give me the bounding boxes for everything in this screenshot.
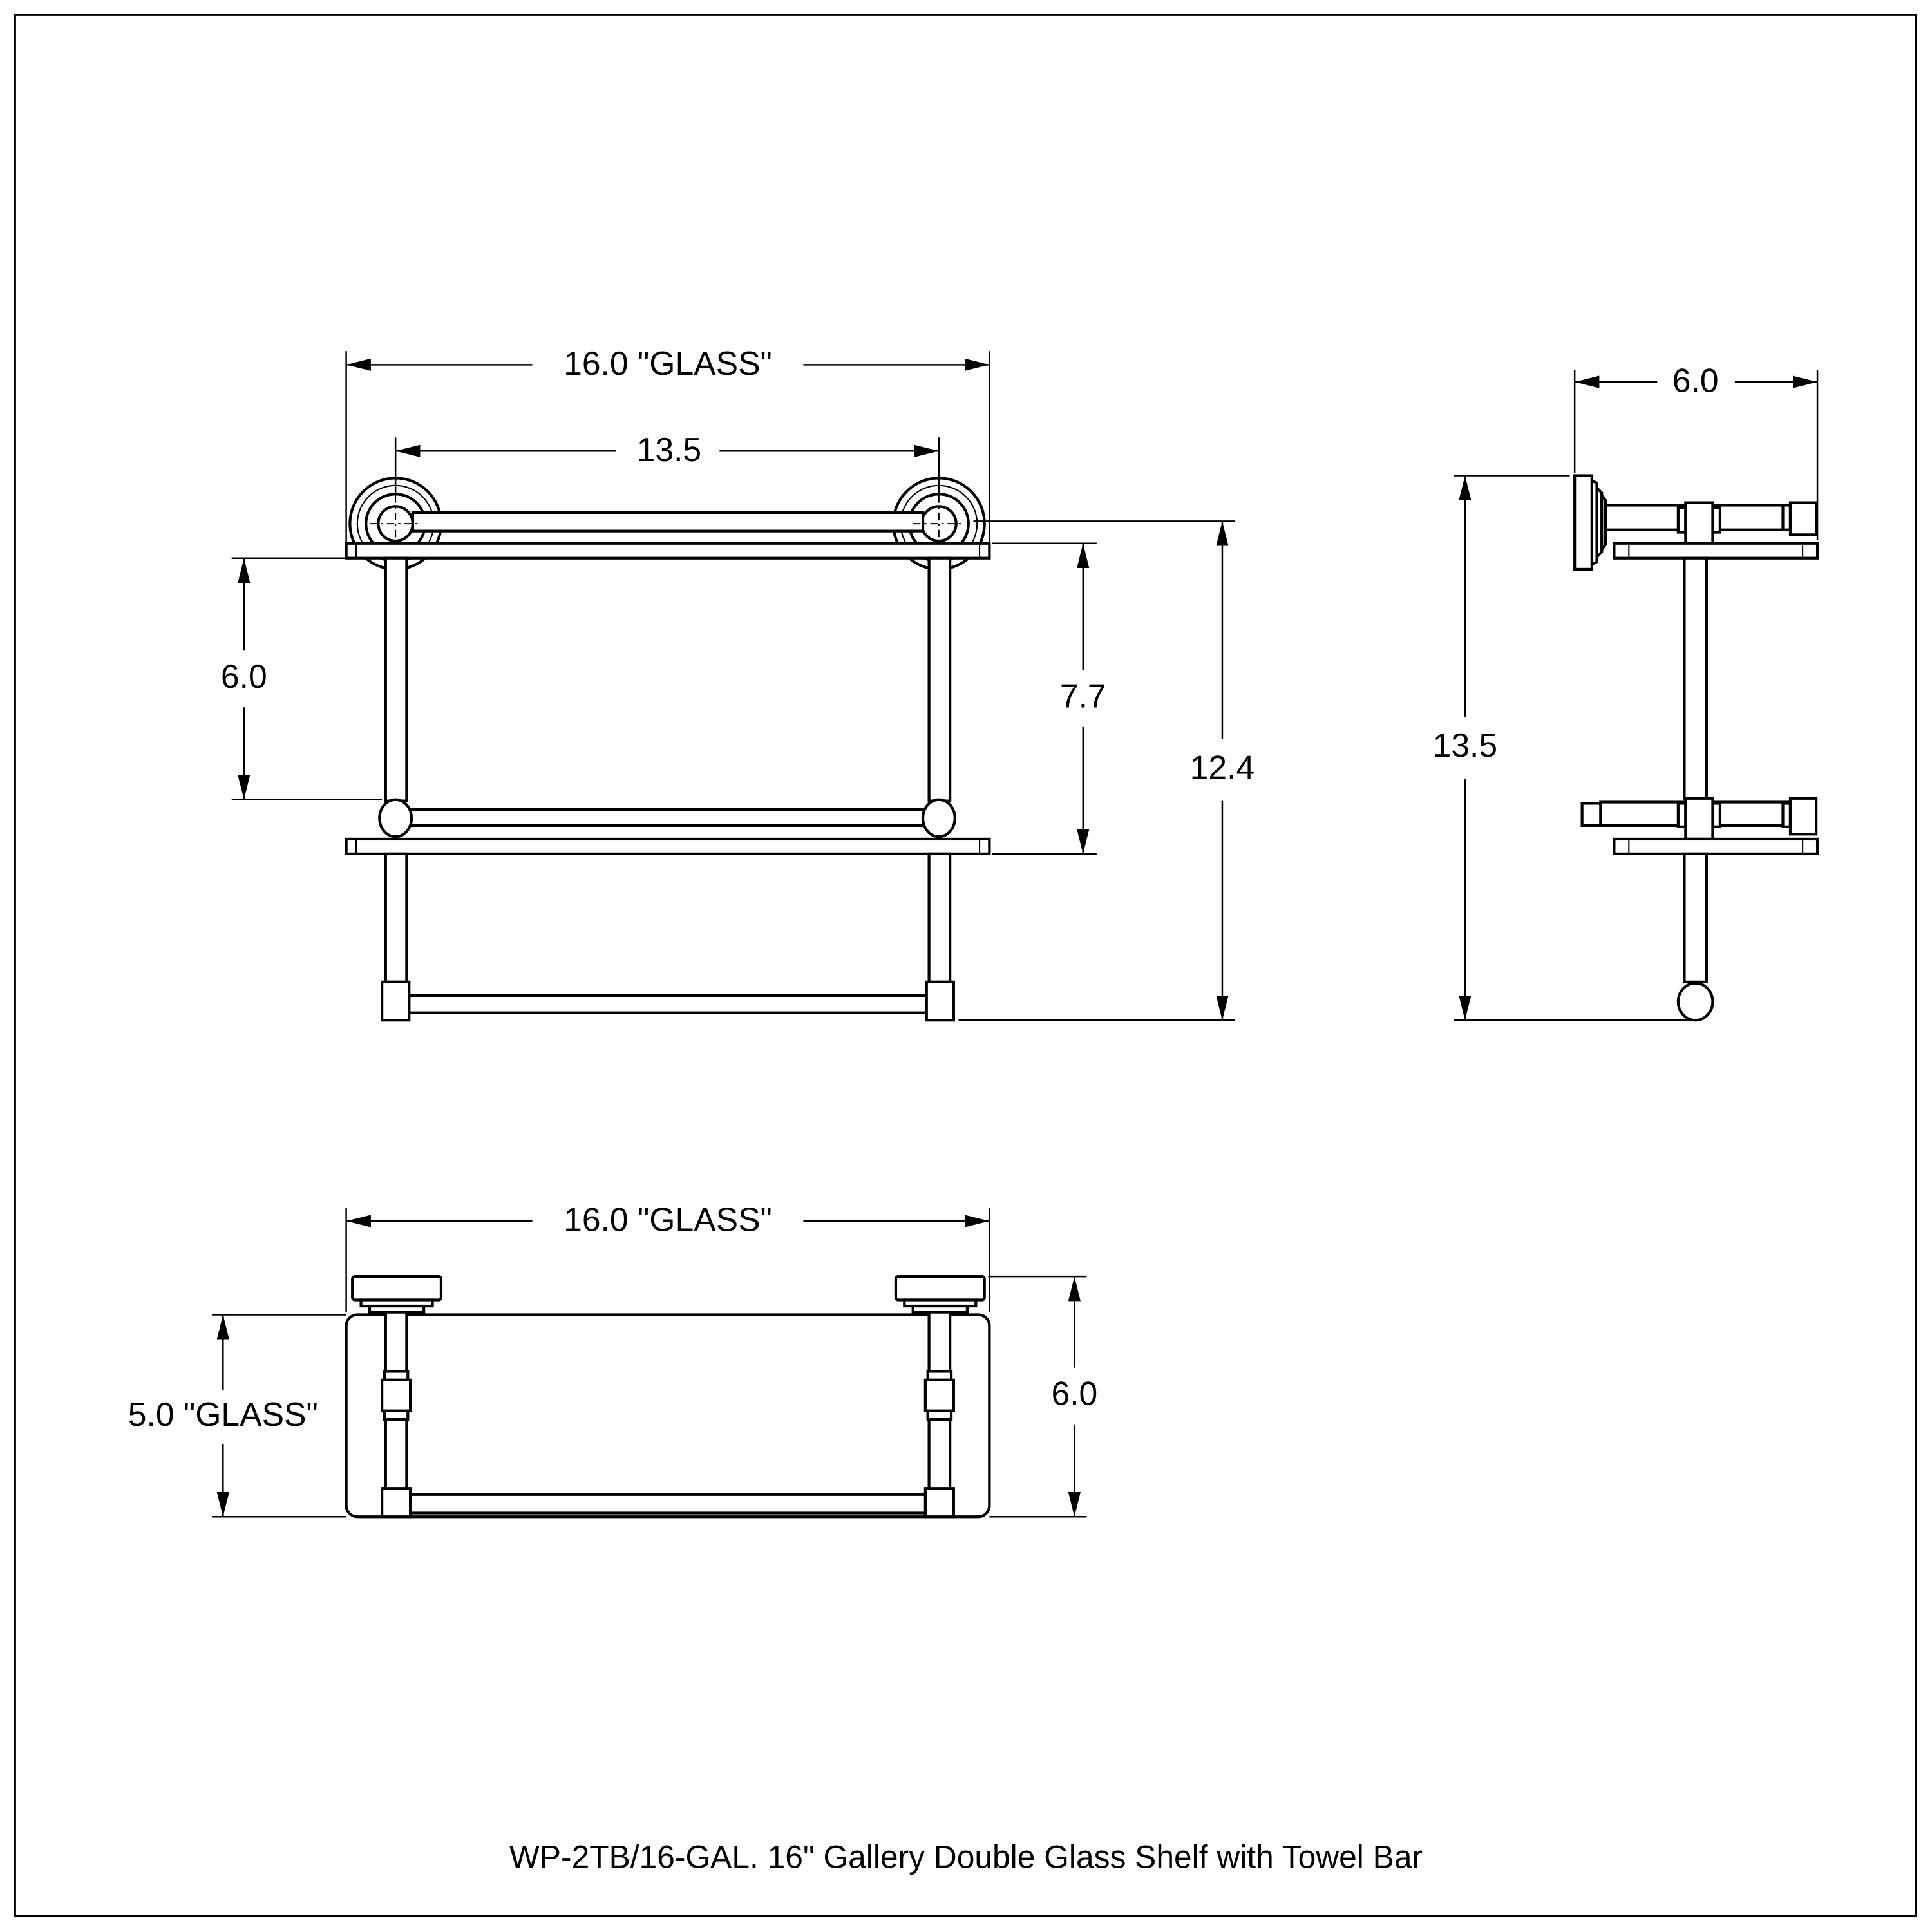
top-gallery-bar (411, 511, 925, 533)
flange-right (894, 1275, 986, 1314)
drawing-caption: WP-2TB/16-GAL. 16" Gallery Double Glass … (509, 1839, 1423, 1875)
side-view: 6.0 13.5 (1433, 362, 1819, 1022)
side-lower-glass (1613, 837, 1819, 855)
post-right-lower (927, 852, 952, 983)
ball-left (378, 798, 413, 838)
dim-top-glass-depth: 5.0 "GLASS" (128, 1396, 318, 1433)
dim-top-overall-depth: 6.0 (1051, 1374, 1097, 1412)
towel-bar (408, 994, 928, 1014)
lower-arm-back-cap (1580, 802, 1602, 827)
top-towel-bar (408, 1493, 928, 1515)
lower-glass-shelf (345, 837, 991, 855)
dim-front-shelf-spacing: 6.0 (221, 658, 267, 695)
side-ball (1676, 981, 1714, 1022)
lower-arm-end-cap (1788, 797, 1818, 836)
side-upper-glass (1613, 542, 1819, 560)
drawing-border (14, 14, 1918, 1918)
lower-gallery-bar (405, 808, 931, 827)
side-post (1683, 556, 1708, 800)
dim-side-depth: 6.0 (1672, 362, 1719, 399)
collar-left (381, 1378, 412, 1412)
post-left-upper (384, 556, 408, 802)
post-right-upper (927, 556, 952, 802)
upper-hub (1684, 501, 1714, 545)
dim-side-overall-height: 13.5 (1433, 726, 1498, 764)
towel-bar-cap-right (925, 980, 955, 1022)
dim-front-bar-to-glass: 7.7 (1060, 677, 1106, 714)
collar-right (923, 1378, 955, 1412)
post-left-lower (384, 852, 408, 983)
dim-front-overall-height: 12.4 (1190, 748, 1255, 786)
wall-flange (1573, 474, 1594, 571)
flange-left (351, 1275, 443, 1314)
upper-arm-end-cap (1788, 501, 1818, 536)
front-view: 16.0 "GLASS" 13.5 6.0 7.7 12.4 (221, 345, 1255, 1022)
top-view: 16.0 "GLASS" 6.0 5.0 "GLASS" (128, 1201, 1097, 1519)
top-glass-shelf (345, 1313, 991, 1519)
side-post-lower (1683, 852, 1708, 983)
dim-top-glass-width: 16.0 "GLASS" (564, 1201, 772, 1238)
towel-bar-cap-left (381, 980, 411, 1022)
dim-front-glass-width: 16.0 "GLASS" (564, 345, 772, 382)
ball-right (921, 798, 956, 838)
dim-front-gallery-width: 13.5 (637, 431, 702, 468)
upper-glass-shelf (345, 542, 991, 560)
lower-hub (1684, 797, 1714, 841)
